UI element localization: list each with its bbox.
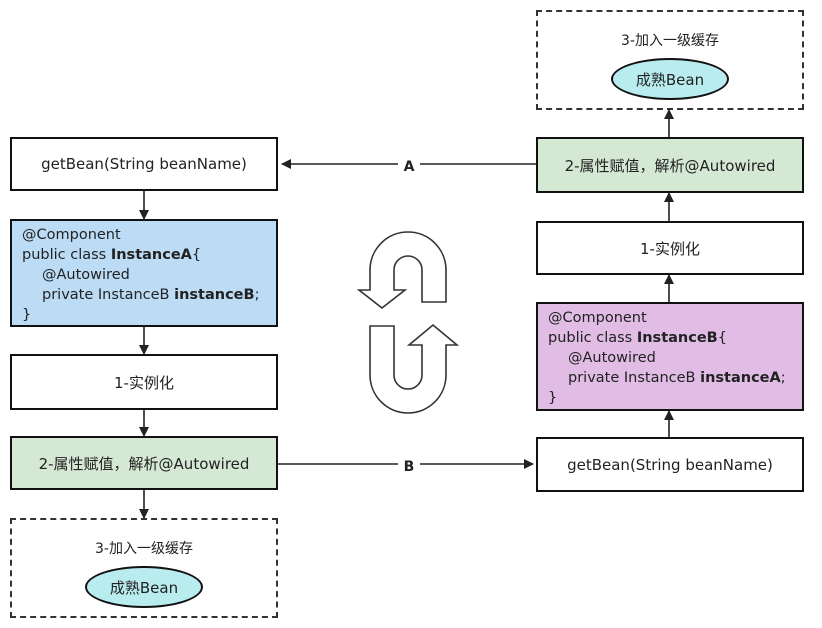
- right-mature-bean-label: 成熟Bean: [635, 70, 705, 89]
- class-b-closing: }: [548, 390, 558, 406]
- left-instantiate-label: 1-实例化: [114, 373, 174, 392]
- class-a-field: private InstanceB instanceB;: [42, 287, 260, 303]
- left-mature-bean-label: 成熟Bean: [109, 578, 179, 597]
- class-a-name: InstanceA: [110, 247, 192, 263]
- right-getbean-box: getBean(String beanName): [536, 437, 804, 492]
- right-getbean-label: getBean(String beanName): [567, 455, 773, 474]
- edge-b-label: B: [404, 459, 415, 475]
- class-b-field-annotation: @Autowired: [568, 350, 656, 366]
- edge-a-label: A: [404, 159, 415, 175]
- class-b-field-name: instanceA: [700, 370, 781, 386]
- class-a-declaration: public class InstanceA{: [22, 247, 202, 263]
- class-b-annotation: @Component: [548, 310, 647, 326]
- left-cache-box: 3-加入一级缓存 成熟Bean: [10, 518, 278, 618]
- left-instantiate-box: 1-实例化: [10, 354, 278, 410]
- class-a-closing: }: [22, 307, 32, 323]
- left-populate-box: 2-属性赋值，解析@Autowired: [10, 436, 278, 490]
- right-populate-label: 2-属性赋值，解析@Autowired: [564, 156, 776, 175]
- class-b-field: private InstanceB instanceA;: [568, 370, 786, 386]
- left-mature-bean: 成熟Bean: [85, 566, 203, 608]
- right-instantiate-box: 1-实例化: [536, 221, 804, 275]
- class-a-field-annotation: @Autowired: [42, 267, 130, 283]
- class-instance-b: @Component public class InstanceB{ @Auto…: [536, 302, 804, 411]
- right-instantiate-label: 1-实例化: [640, 239, 700, 258]
- class-a-annotation: @Component: [22, 227, 121, 243]
- left-cache-title: 3-加入一级缓存: [95, 541, 193, 557]
- right-mature-bean: 成熟Bean: [611, 58, 729, 100]
- class-b-declaration: public class InstanceB{: [548, 330, 727, 346]
- cycle-icon: [356, 231, 460, 414]
- class-b-name: InstanceB: [636, 330, 718, 346]
- class-a-field-name: instanceB: [174, 287, 255, 303]
- left-getbean-box: getBean(String beanName): [10, 137, 278, 191]
- class-instance-a: @Component public class InstanceA{ @Auto…: [10, 219, 278, 327]
- lower-u-turn-arrow: [369, 323, 460, 414]
- right-cache-title: 3-加入一级缓存: [621, 33, 719, 49]
- upper-u-turn-arrow: [356, 231, 447, 310]
- left-populate-label: 2-属性赋值，解析@Autowired: [38, 454, 250, 473]
- right-cache-box: 3-加入一级缓存 成熟Bean: [536, 10, 804, 110]
- left-getbean-label: getBean(String beanName): [41, 155, 247, 173]
- right-populate-box: 2-属性赋值，解析@Autowired: [536, 137, 804, 193]
